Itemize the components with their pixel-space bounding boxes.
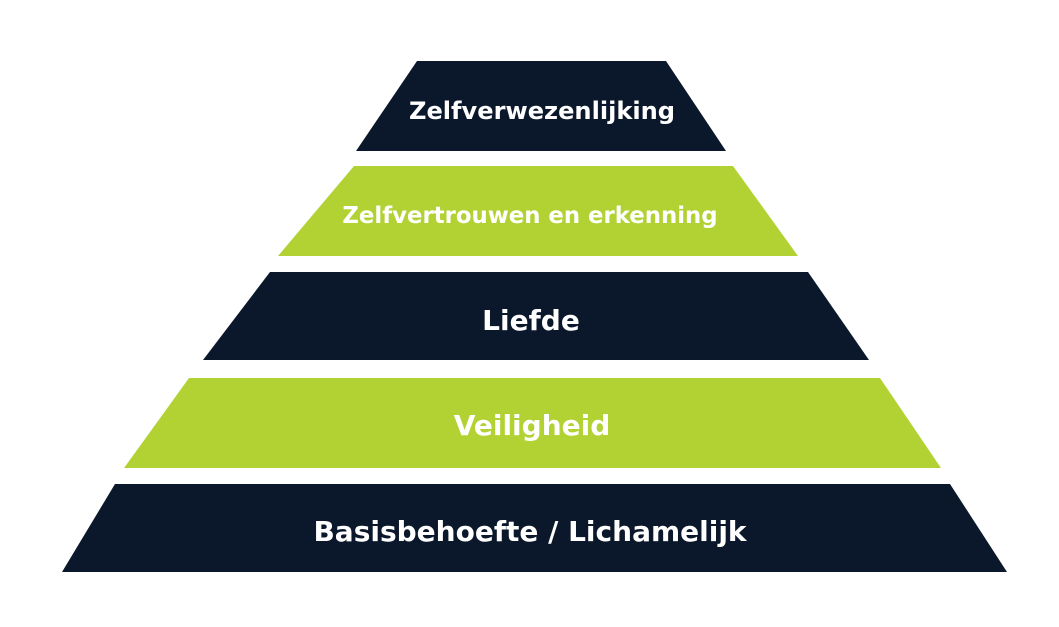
pyramid-level-shape bbox=[124, 378, 941, 468]
pyramid-level-shape bbox=[62, 484, 1007, 572]
pyramid-level-shape bbox=[356, 61, 726, 151]
pyramid-level-3: Liefde bbox=[203, 272, 869, 360]
pyramid-level-shape bbox=[203, 272, 869, 360]
pyramid-level-shape bbox=[278, 166, 798, 256]
pyramid-level-label: Veiligheid bbox=[454, 409, 611, 442]
pyramid-level-label: Zelfvertrouwen en erkenning bbox=[342, 203, 717, 229]
pyramid-level-5: Basisbehoefte / Lichamelijk bbox=[62, 484, 1007, 572]
pyramid-level-1: Zelfverwezenlijking bbox=[356, 61, 726, 151]
pyramid-level-2: Zelfvertrouwen en erkenning bbox=[278, 166, 798, 256]
pyramid-level-4: Veiligheid bbox=[124, 378, 941, 468]
pyramid-level-label: Liefde bbox=[482, 304, 580, 337]
pyramid-level-label: Zelfverwezenlijking bbox=[409, 97, 675, 125]
pyramid-level-label: Basisbehoefte / Lichamelijk bbox=[313, 515, 747, 548]
